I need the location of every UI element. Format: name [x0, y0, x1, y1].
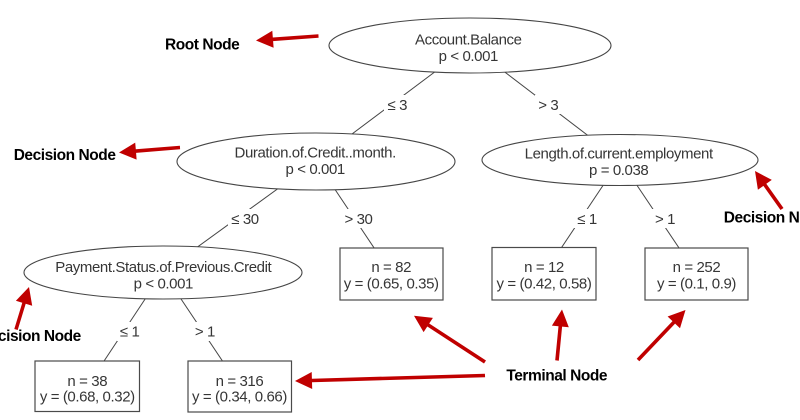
svg-text:Decision Node: Decision Node [0, 328, 82, 345]
svg-text:Decision Node: Decision Node [724, 209, 800, 226]
svg-text:≤ 3: ≤ 3 [388, 97, 408, 114]
svg-text:n = 252: n = 252 [673, 259, 721, 276]
svg-text:n = 82: n = 82 [371, 259, 411, 276]
svg-text:> 1: > 1 [195, 324, 215, 341]
svg-text:p = 0.038: p = 0.038 [589, 162, 648, 179]
svg-text:y = (0.42, 0.58): y = (0.42, 0.58) [497, 276, 592, 293]
svg-text:y = (0.1, 0.9): y = (0.1, 0.9) [657, 276, 736, 293]
svg-text:n = 316: n = 316 [216, 373, 264, 390]
svg-text:Duration.of.Credit..month.: Duration.of.Credit..month. [235, 145, 396, 162]
svg-text:≤ 1: ≤ 1 [120, 324, 140, 341]
svg-text:y = (0.65, 0.35): y = (0.65, 0.35) [344, 276, 439, 293]
svg-text:> 3: > 3 [538, 97, 558, 114]
svg-text:Account.Balance: Account.Balance [415, 31, 522, 48]
svg-text:y = (0.68, 0.32): y = (0.68, 0.32) [40, 389, 135, 406]
svg-text:≤ 1: ≤ 1 [577, 211, 597, 228]
svg-text:p < 0.001: p < 0.001 [134, 275, 193, 292]
svg-text:Length.of.current.employment: Length.of.current.employment [525, 146, 714, 163]
svg-text:> 30: > 30 [344, 211, 372, 228]
svg-text:Decision Node: Decision Node [14, 147, 117, 164]
svg-text:p < 0.001: p < 0.001 [286, 161, 345, 178]
svg-text:≤ 30: ≤ 30 [231, 211, 259, 228]
svg-text:Root Node: Root Node [165, 36, 240, 53]
svg-text:y = (0.34, 0.66): y = (0.34, 0.66) [192, 389, 287, 406]
svg-text:n = 38: n = 38 [67, 373, 107, 390]
svg-text:n = 12: n = 12 [524, 259, 564, 276]
svg-text:p < 0.001: p < 0.001 [439, 48, 498, 65]
svg-text:Payment.Status.of.Previous.Cre: Payment.Status.of.Previous.Credit [55, 259, 272, 276]
svg-text:> 1: > 1 [655, 211, 675, 228]
svg-text:Terminal Node: Terminal Node [506, 367, 607, 384]
